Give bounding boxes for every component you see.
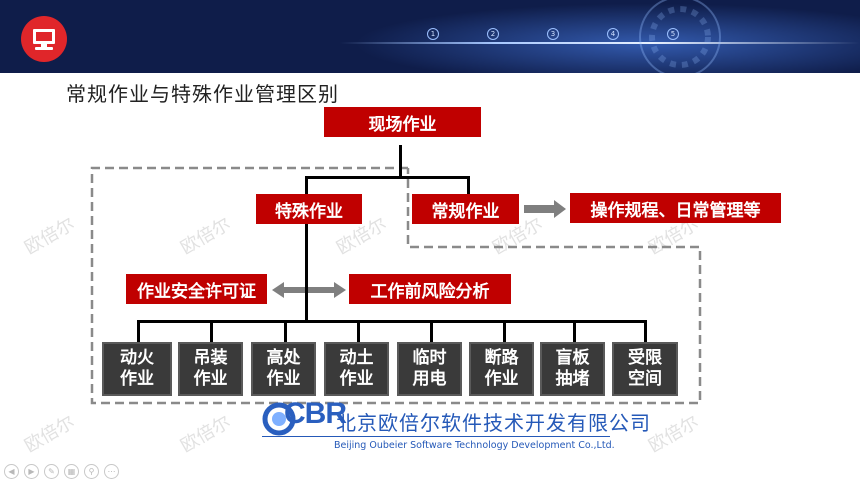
connector-line <box>467 176 470 194</box>
work-type-line: 动土 <box>339 348 374 368</box>
next-slide-icon[interactable]: ▶ <box>24 464 39 479</box>
work-type-box: 动火 作业 <box>102 342 172 396</box>
slideshow-controls: ◀ ▶ ✎ ▦ ⚲ ⋯ <box>4 464 119 479</box>
banner-marker: 5 <box>667 28 679 40</box>
company-logo-icon <box>262 402 296 436</box>
company-divider <box>262 436 610 437</box>
connector-line <box>210 320 213 342</box>
connector-line <box>137 320 647 323</box>
work-type-box: 受限 空间 <box>612 342 678 396</box>
work-type-box: 断路 作业 <box>469 342 534 396</box>
double-arrow-icon <box>272 282 346 298</box>
work-type-line: 高处 <box>266 348 301 368</box>
work-type-line: 作业 <box>484 369 519 389</box>
pen-icon[interactable]: ✎ <box>44 464 59 479</box>
banner-marker: 4 <box>607 28 619 40</box>
node-work-permit: 作业安全许可证 <box>126 274 267 304</box>
company-name-cn: 北京欧倍尔软件技术开发有限公司 <box>336 411 651 435</box>
banner-marker: 3 <box>547 28 559 40</box>
work-type-box: 盲板 抽堵 <box>540 342 605 396</box>
work-type-line: 盲板 <box>555 348 590 368</box>
work-type-line: 吊装 <box>193 348 228 368</box>
connector-line <box>305 222 308 322</box>
node-onsite-work: 现场作业 <box>324 107 481 137</box>
connector-line <box>430 320 433 342</box>
header-banner: 1 2 3 4 5 <box>0 0 860 73</box>
banner-marker: 1 <box>427 28 439 40</box>
work-type-line: 空间 <box>628 369 662 389</box>
connector-line <box>284 320 287 342</box>
work-type-box: 动土 作业 <box>324 342 389 396</box>
work-type-line: 作业 <box>193 369 228 389</box>
work-type-box: 临时 用电 <box>397 342 462 396</box>
banner-glow <box>330 0 860 73</box>
company-logo-text: CBR <box>284 397 347 430</box>
computer-icon <box>33 29 55 50</box>
zoom-icon[interactable]: ⚲ <box>84 464 99 479</box>
connector-line <box>399 145 402 179</box>
company-name-en: Beijing Oubeier Software Technology Deve… <box>334 440 615 451</box>
work-type-line: 临时 <box>412 348 447 368</box>
previous-slide-icon[interactable]: ◀ <box>4 464 19 479</box>
work-type-line: 断路 <box>484 348 519 368</box>
slides-grid-icon[interactable]: ▦ <box>64 464 79 479</box>
node-regular-work: 常规作业 <box>412 194 519 224</box>
work-type-line: 动火 <box>120 348 154 368</box>
connector-line <box>305 176 470 179</box>
arrow-right-icon <box>524 200 566 218</box>
work-type-line: 抽堵 <box>555 369 590 389</box>
banner-marker: 2 <box>487 28 499 40</box>
work-type-line: 用电 <box>412 369 447 389</box>
work-type-line: 受限 <box>628 348 662 368</box>
banner-light-streak <box>340 42 860 44</box>
page-title: 常规作业与特殊作业管理区别 <box>66 82 339 106</box>
connector-line <box>357 320 360 342</box>
work-type-line: 作业 <box>120 369 154 389</box>
work-type-box: 高处 作业 <box>251 342 316 396</box>
connector-line <box>137 320 140 342</box>
node-risk-analysis: 工作前风险分析 <box>349 274 511 304</box>
work-type-box: 吊装 作业 <box>178 342 243 396</box>
connector-line <box>305 176 308 194</box>
connector-line <box>573 320 576 342</box>
node-operating-procedures: 操作规程、日常管理等 <box>570 193 781 223</box>
banner-gear-decoration <box>639 0 721 73</box>
connector-line <box>503 320 506 342</box>
computer-badge-icon <box>21 16 67 62</box>
node-special-work: 特殊作业 <box>256 194 362 224</box>
work-type-line: 作业 <box>339 369 374 389</box>
work-type-line: 作业 <box>266 369 301 389</box>
more-options-icon[interactable]: ⋯ <box>104 464 119 479</box>
connector-line <box>644 320 647 342</box>
